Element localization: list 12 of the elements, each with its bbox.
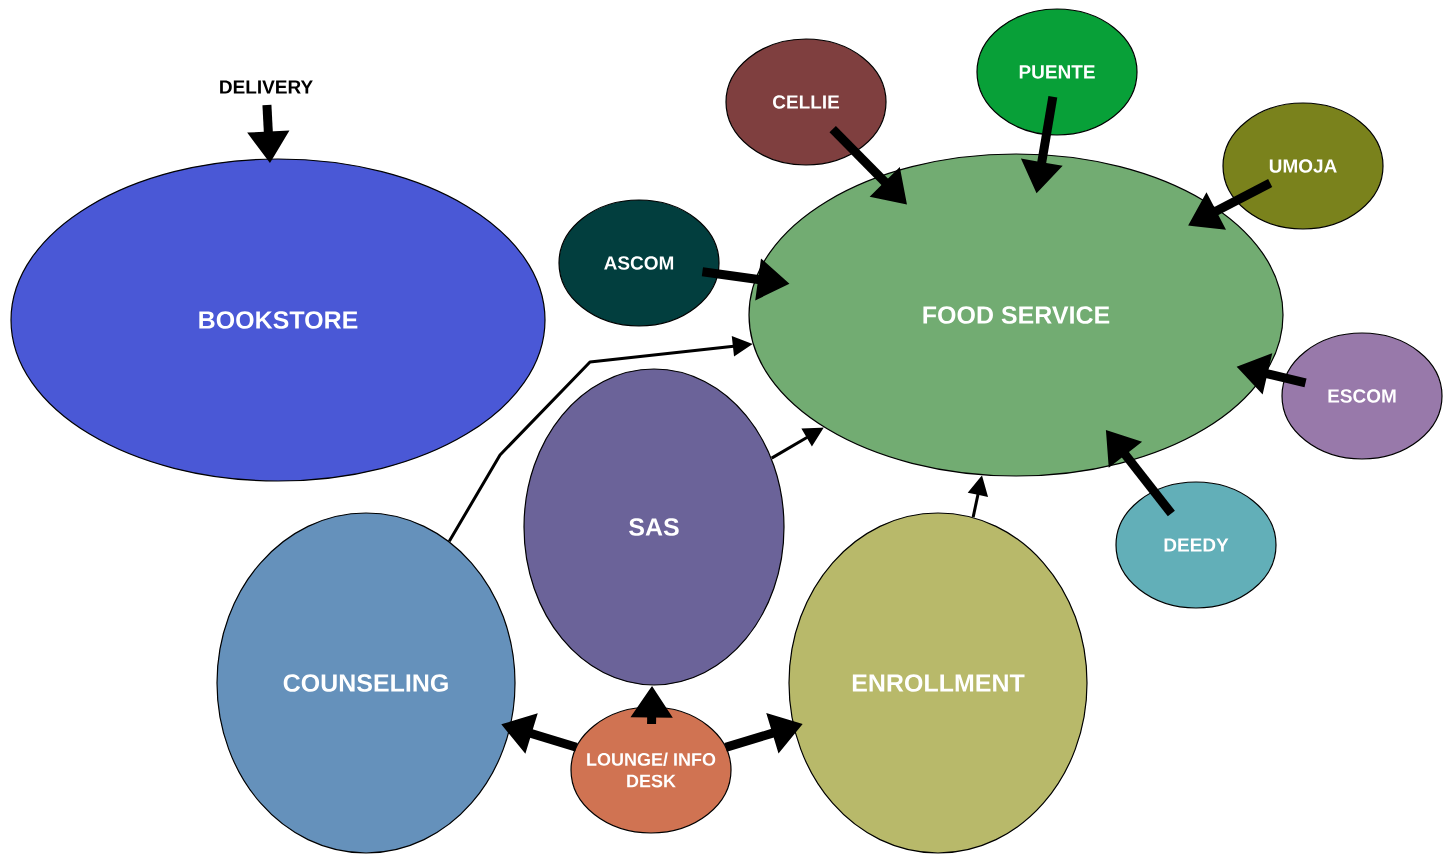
ellipse-node: BOOKSTORE [10,158,546,482]
ellipse-node: DEEDY [1115,481,1277,609]
ellipse-node: CELLIE [725,38,887,166]
ellipse-node: COUNSELING [216,512,516,854]
ellipse-node: UMOJA [1222,102,1384,230]
ellipse-node: LOUNGE/ INFO DESK [570,706,732,834]
ellipse-node: SAS [523,368,785,686]
ellipse-node: PUENTE [976,8,1138,136]
ellipse-node: ESCOM [1281,332,1443,460]
ellipse-node: ENROLLMENT [788,512,1088,854]
ellipse-node: ASCOM [558,199,720,327]
text-label: DELIVERY [220,80,313,94]
